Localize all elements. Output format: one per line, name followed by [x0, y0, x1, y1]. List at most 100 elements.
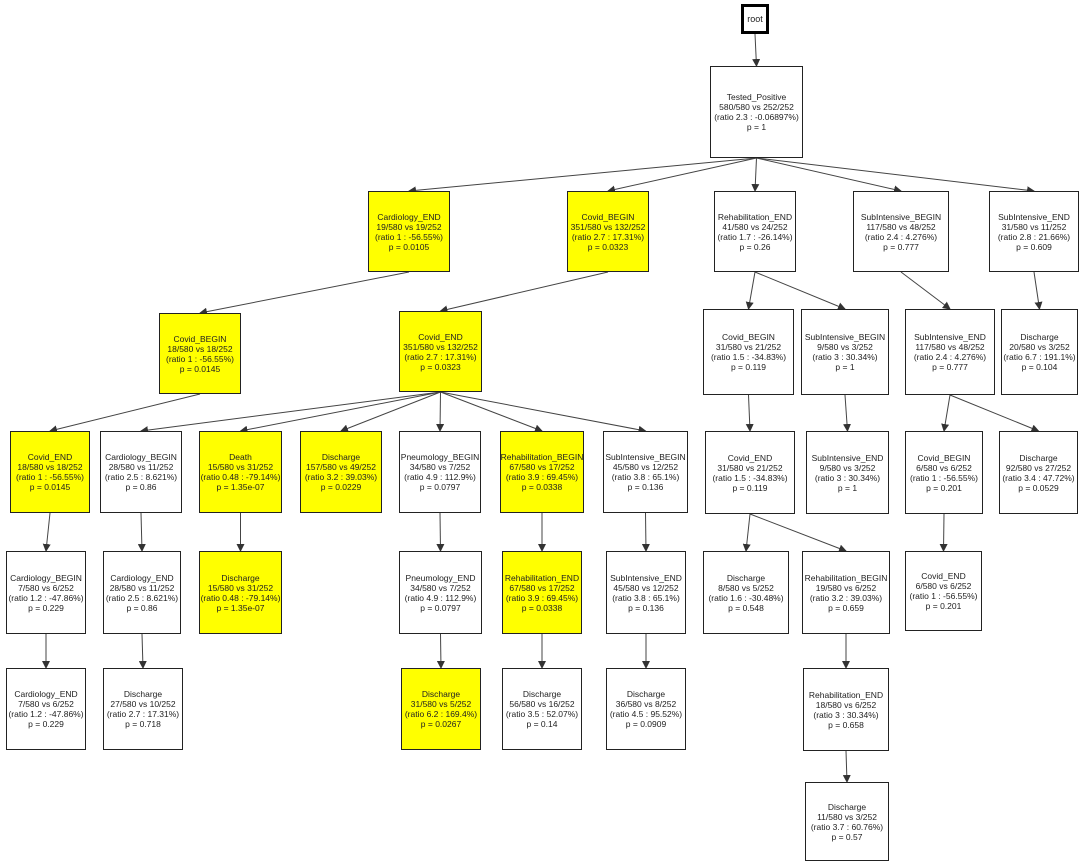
- node-stat: p = 0.0338: [521, 482, 563, 492]
- node-stat: 20/580 vs 3/252: [1009, 342, 1070, 352]
- node-stat: (ratio 1.6 : -30.48%): [708, 592, 784, 603]
- node-label: SubIntensive_BEGIN: [860, 211, 942, 222]
- node-label: Discharge: [321, 452, 361, 462]
- edge-n4-n9: [745, 271, 756, 310]
- edge-n8-n16: [340, 391, 441, 433]
- node-label: Cardiology_END: [110, 572, 174, 583]
- node-stat: (ratio 3.5 : 52.07%): [505, 709, 579, 719]
- edge-n14-n25: [137, 512, 146, 552]
- node-stat: (ratio 3.9 : 69.45%): [505, 472, 579, 482]
- node-stat: 67/580 vs 17/252: [509, 582, 575, 593]
- node-stat: (ratio 2.7 : 17.31%): [106, 709, 180, 719]
- node-stat: 36/580 vs 8/252: [615, 699, 677, 709]
- edge-n10-n21: [843, 394, 852, 432]
- node-stat: (ratio 1.2 : -47.86%): [8, 592, 84, 603]
- node-label: Covid_BEGIN: [173, 333, 227, 344]
- edge-n9-n20: [745, 394, 754, 432]
- edge-n4-n10: [754, 271, 846, 311]
- node-stat: p = 0.14: [526, 719, 558, 729]
- node-stat: p = 1.35e-07: [216, 602, 265, 613]
- edge-n38-n39: [842, 750, 851, 783]
- node-stat: p = 0.0529: [1018, 482, 1059, 493]
- node-stat: 6/580 vs 6/252: [915, 581, 972, 591]
- node-label: Cardiology_END: [14, 689, 78, 699]
- node-stat: 34/580 vs 7/252: [410, 582, 471, 593]
- node-stat: p = 0.136: [627, 482, 664, 492]
- node-stat: (ratio 6.2 : 169.4%): [404, 709, 478, 719]
- node-label: Tested_Positive: [726, 92, 787, 102]
- node-label: Rehabilitation_END: [504, 572, 580, 583]
- node-stat: 19/580 vs 6/252: [815, 582, 877, 593]
- node-label: SubIntensive_BEGIN: [804, 332, 886, 342]
- node-stat: p = 0.0797: [419, 482, 461, 492]
- node-label: SubIntensive_END: [998, 211, 1070, 222]
- node-stat: p = 1.35e-07: [216, 482, 265, 492]
- node-stat: 15/580 vs 31/252: [207, 582, 274, 593]
- node-stat: p = 0.229: [28, 719, 64, 729]
- node-stat: p = 0.201: [926, 482, 962, 493]
- node-stat: p = 0.718: [125, 719, 161, 729]
- node-label: Discharge: [123, 689, 163, 699]
- node-stat: 117/580 vs 48/252: [915, 342, 985, 352]
- node-stat: 18/580 vs 18/252: [167, 343, 233, 354]
- node-stat: p = 0.86: [125, 482, 157, 492]
- node-stat: p = 0.777: [932, 362, 968, 372]
- node-label: Covid_BEGIN: [722, 332, 775, 342]
- edge-n1-n3: [607, 157, 757, 194]
- node-stat: p = 0.777: [883, 241, 919, 252]
- node-stat: 8/580 vs 5/252: [718, 582, 774, 593]
- node-stat: (ratio 3 : 30.34%): [812, 352, 878, 362]
- node-label: Rehabilitation_BEGIN: [804, 572, 888, 583]
- node-stat: 18/580 vs 18/252: [17, 462, 83, 472]
- node-label: Pneumology_BEGIN: [400, 452, 480, 462]
- edge-root-n1: [752, 33, 761, 67]
- edge-n1-n6: [756, 157, 1035, 195]
- node-stat: p = 1: [835, 362, 855, 372]
- node-stat: 34/580 vs 7/252: [409, 462, 471, 472]
- node-label: SubIntensive_END: [811, 452, 884, 463]
- node-stat: (ratio 2.7 : 17.31%): [571, 231, 645, 242]
- node-stat: p = 1: [837, 482, 858, 493]
- node-label: Discharge: [1020, 332, 1059, 342]
- node-stat: p = 0.548: [728, 602, 764, 613]
- node-stat: (ratio 1.7 : -26.14%): [717, 231, 793, 242]
- edge-n2-n7: [199, 271, 410, 316]
- node-label: Covid_END: [921, 571, 966, 581]
- node-stat: (ratio 2.7 : 17.31%): [404, 351, 477, 362]
- node-stat: (ratio 2.4 : 4.276%): [864, 231, 938, 242]
- node-stat: p = 0.119: [730, 362, 767, 372]
- node-root-root: root: [741, 4, 769, 34]
- edge-n20-n30: [742, 513, 751, 552]
- node-stat: (ratio 3 : 30.34%): [814, 472, 881, 483]
- node-stat: p = 0.57: [831, 831, 863, 842]
- node-stat: p = 0.0338: [521, 602, 563, 613]
- node-stat: 11/580 vs 3/252: [817, 811, 877, 822]
- node-stat: p = 0.229: [28, 602, 64, 613]
- node-label: Discharge: [522, 689, 562, 699]
- node-stat: (ratio 2.8 : 21.66%): [997, 231, 1071, 242]
- node-stat: (ratio 1 : -56.55%): [374, 231, 444, 242]
- edge-n3-n8: [439, 271, 609, 314]
- node-stat: p = 0.0323: [420, 361, 461, 372]
- node-stat: (ratio 1 : -56.55%): [909, 591, 978, 601]
- edge-n25-n34: [138, 633, 147, 669]
- node-stat: 31/580 vs 21/252: [717, 462, 783, 473]
